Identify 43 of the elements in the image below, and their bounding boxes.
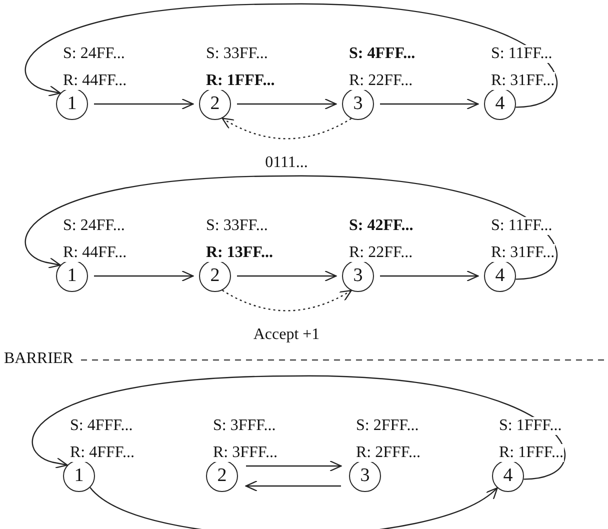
node-circle: 3 <box>349 460 381 492</box>
arrow <box>94 98 194 110</box>
arrow <box>380 270 479 282</box>
edge-label: Accept +1 <box>251 326 322 344</box>
state-label: R: 1FFF... <box>206 72 275 90</box>
node-circle: 2 <box>199 88 231 120</box>
barrier-label: BARRIER <box>4 350 74 368</box>
state-label: R: 22FF... <box>349 72 413 90</box>
state-label: R: 44FF... <box>63 72 127 90</box>
state-label: R: 31FF... <box>491 72 555 90</box>
arrow <box>245 480 341 492</box>
arrow <box>380 98 479 110</box>
curved-arrow <box>90 487 498 529</box>
state-label: R: 13FF... <box>206 244 273 262</box>
node-circle: 3 <box>342 88 374 120</box>
state-label: R: 31FF... <box>491 244 555 262</box>
curved-arrow <box>32 375 565 480</box>
node-circle: 4 <box>484 88 516 120</box>
node-circle: 1 <box>63 460 95 492</box>
state-label: R: 2FFF... <box>356 444 421 462</box>
arrow <box>94 270 194 282</box>
state-label: R: 44FF... <box>63 244 127 262</box>
node-circle: 2 <box>199 260 231 292</box>
arrow <box>237 270 337 282</box>
node-circle: 4 <box>492 460 524 492</box>
curved-arrow <box>222 290 352 312</box>
state-label: R: 3FFF... <box>213 444 278 462</box>
node-circle: 1 <box>56 88 88 120</box>
curved-arrow <box>25 175 557 280</box>
state-label: R: 1FFF... <box>499 444 564 462</box>
state-label: R: 22FF... <box>349 244 413 262</box>
curved-arrow <box>25 3 557 108</box>
state-label: S: 11FF... <box>491 45 552 63</box>
node-circle: 4 <box>484 260 516 292</box>
node-circle: 1 <box>56 260 88 292</box>
state-label: S: 11FF... <box>491 217 552 235</box>
curved-arrow <box>222 118 352 140</box>
node-circle: 3 <box>342 260 374 292</box>
state-label: S: 1FFF... <box>499 417 562 435</box>
state-label: R: 4FFF... <box>70 444 135 462</box>
arrow <box>246 460 342 472</box>
node-circle: 2 <box>206 460 238 492</box>
arrow <box>237 98 337 110</box>
